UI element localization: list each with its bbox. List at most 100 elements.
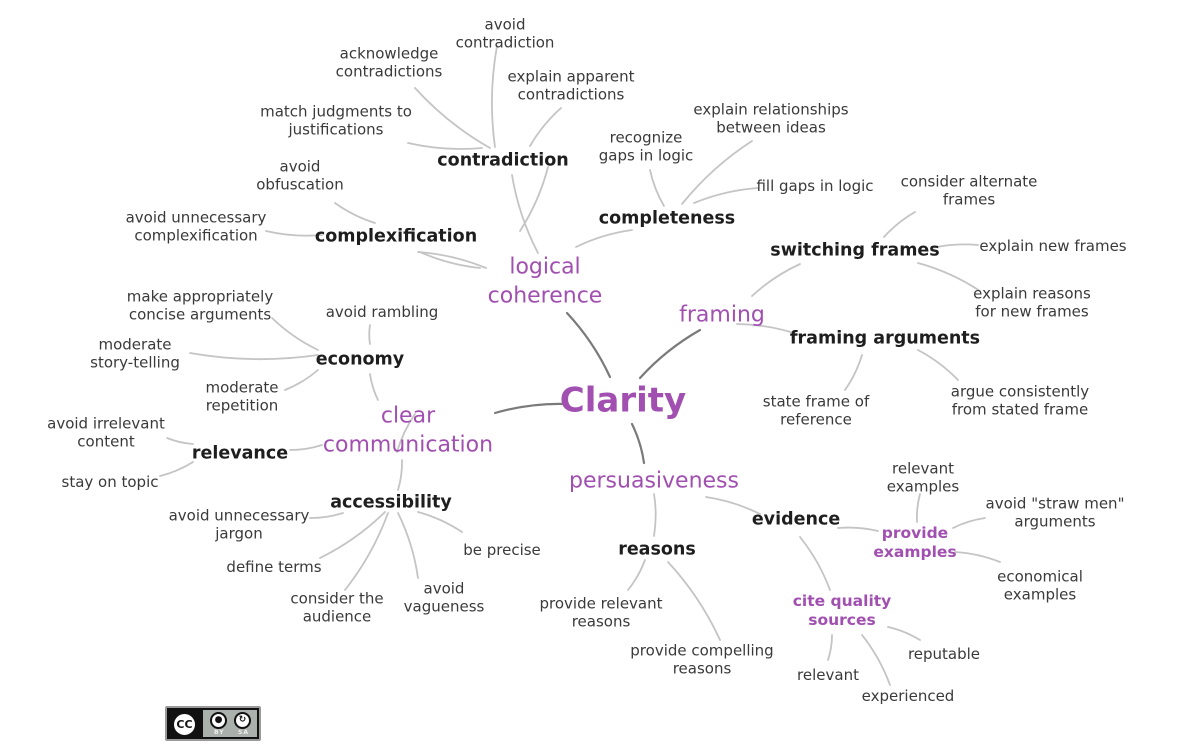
leaf-avoid-straw-men: avoid "straw men" arguments xyxy=(985,494,1125,531)
node-switching-frames: switching frames xyxy=(770,240,940,261)
connector-line xyxy=(827,634,833,661)
leaf-reputable: reputable xyxy=(907,644,981,663)
connector-line xyxy=(414,87,491,149)
connector-line xyxy=(265,230,323,237)
connector-line xyxy=(396,413,416,453)
connector-line xyxy=(369,373,379,401)
node-economy: economy xyxy=(315,349,405,370)
connector-line xyxy=(519,166,549,232)
leaf-acknowledge-contradictions: acknowledge contradictions xyxy=(335,44,443,81)
node-relevance: relevance xyxy=(191,443,289,464)
connector-line xyxy=(368,324,371,345)
connector-line xyxy=(952,517,986,529)
license-by-label: BY xyxy=(214,729,225,736)
connector-line xyxy=(575,229,633,248)
connector-line xyxy=(319,511,386,559)
leaf-be-precise: be precise xyxy=(463,540,541,559)
connector-line xyxy=(627,559,646,591)
leaf-explain-relationships: explain relationships between ideas xyxy=(693,100,849,137)
node-reasons: reasons xyxy=(618,539,696,560)
node-provide-examples: provide examples xyxy=(873,524,957,561)
connector-line xyxy=(284,369,319,391)
connector-line xyxy=(565,311,612,379)
connector-line xyxy=(751,263,801,297)
leaf-experienced: experienced xyxy=(861,686,955,705)
leaf-stay-on-topic: stay on topic xyxy=(61,472,159,491)
leaf-avoid-jargon: avoid unnecessary jargon xyxy=(168,506,310,543)
creative-commons-license-badge: CC ● ↻ BY SA xyxy=(165,706,261,741)
leaf-relevant: relevant xyxy=(797,665,859,684)
leaf-avoid-contradiction: avoid contradiction xyxy=(455,15,555,52)
connector-line xyxy=(638,328,702,380)
connector-line xyxy=(166,437,194,445)
connector-line xyxy=(653,493,657,537)
connector-line xyxy=(491,45,498,148)
leaf-recognize-gaps: recognize gaps in logic xyxy=(598,128,694,165)
connector-line xyxy=(271,317,319,351)
node-framing-arguments: framing arguments xyxy=(789,328,981,349)
branch-clear-communication: clear communication xyxy=(322,403,494,457)
leaf-argue-consistently: argue consistently from stated frame xyxy=(950,382,1090,419)
connector-line xyxy=(693,187,759,204)
leaf-fill-gaps: fill gaps in logic xyxy=(756,176,874,195)
connector-line xyxy=(397,512,419,579)
connector-line xyxy=(529,107,562,147)
node-contradiction: contradiction xyxy=(437,150,569,171)
leaf-explain-reasons-new-frames: explain reasons for new frames xyxy=(973,284,1091,321)
connector-line xyxy=(309,512,344,519)
root-node-clarity: Clarity xyxy=(559,380,687,421)
leaf-provide-relevant-reasons: provide relevant reasons xyxy=(539,594,663,631)
connector-line xyxy=(630,422,646,465)
connector-line xyxy=(667,561,721,641)
leaf-provide-compelling-reasons: provide compelling reasons xyxy=(630,641,774,678)
connector-line xyxy=(289,444,323,451)
leaf-match-judgments: match judgments to justifications xyxy=(260,102,412,139)
connector-line xyxy=(917,349,959,381)
leaf-avoid-rambling: avoid rambling xyxy=(325,302,439,321)
node-evidence: evidence xyxy=(751,509,841,530)
leaf-avoid-unnecessary-complexification: avoid unnecessary complexification xyxy=(125,208,267,245)
connector-line xyxy=(511,174,539,254)
connector-line xyxy=(407,142,483,150)
connector-line xyxy=(344,512,389,591)
connector-line xyxy=(419,251,481,269)
leaf-avoid-obfuscation: avoid obfuscation xyxy=(256,157,344,194)
node-complexification: complexification xyxy=(314,226,478,247)
leaf-moderate-repetition: moderate repetition xyxy=(205,378,279,415)
leaf-relevant-examples: relevant examples xyxy=(886,459,960,496)
node-accessibility: accessibility xyxy=(330,492,452,513)
leaf-moderate-story-telling: moderate story-telling xyxy=(90,335,180,372)
leaf-consider-audience: consider the audience xyxy=(290,589,384,626)
connector-line xyxy=(915,493,921,523)
connector-line xyxy=(681,140,753,205)
share-alike-icon: ↻ xyxy=(234,712,251,729)
connector-line xyxy=(493,402,570,415)
license-sa-label: SA xyxy=(238,729,249,736)
connector-line xyxy=(887,626,921,641)
leaf-state-frame: state frame of reference xyxy=(762,392,870,429)
connector-line xyxy=(159,461,194,477)
connector-line xyxy=(799,536,831,591)
branch-persuasiveness: persuasiveness xyxy=(569,468,739,494)
node-cite-quality-sources: cite quality sources xyxy=(792,592,892,629)
leaf-define-terms: define terms xyxy=(226,557,322,576)
cc-logo-icon: CC xyxy=(171,711,198,738)
connector-line xyxy=(736,323,801,336)
connector-line xyxy=(397,459,403,491)
connector-line xyxy=(917,262,981,292)
leaf-avoid-vagueness: avoid vagueness xyxy=(403,579,485,616)
connector-line xyxy=(334,202,376,224)
connector-line xyxy=(705,496,761,515)
leaf-concise-arguments: make appropriately concise arguments xyxy=(126,287,274,324)
leaf-avoid-irrelevant-content: avoid irrelevant content xyxy=(47,414,165,451)
leaf-economical-examples: economical examples xyxy=(997,567,1083,604)
leaf-consider-alternate-frames: consider alternate frames xyxy=(900,172,1038,209)
connector-line xyxy=(417,511,463,533)
branch-logical-coherence: logical coherence xyxy=(487,254,603,308)
connector-line xyxy=(861,634,891,686)
leaf-explain-apparent-contradictions: explain apparent contradictions xyxy=(507,67,635,104)
connector-line xyxy=(837,526,879,532)
node-completeness: completeness xyxy=(598,208,736,229)
connector-line xyxy=(844,354,863,391)
